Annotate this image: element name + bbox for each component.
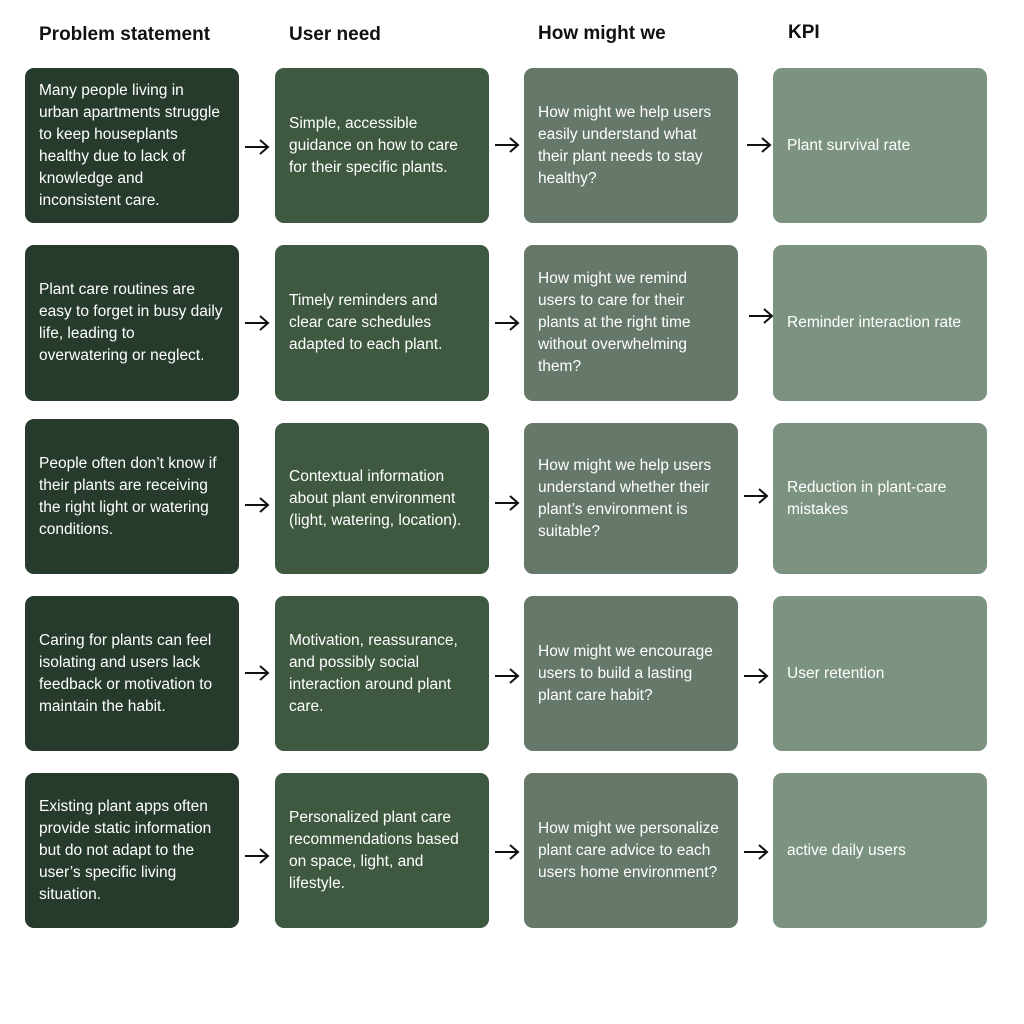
- arrow-right-icon: [494, 844, 520, 860]
- user-need-text: Contextual information about plant envir…: [289, 467, 462, 529]
- problem-card: Caring for plants can feel isolating and…: [25, 596, 239, 751]
- kpi-card: User retention: [773, 596, 987, 751]
- problem-text: People often don’t know if their plants …: [39, 454, 217, 538]
- column-header-kpi: KPI: [788, 22, 820, 43]
- column-header-user-need: User need: [289, 24, 381, 45]
- column-header-problem-statement: Problem statement: [39, 24, 211, 45]
- user-need-text: Simple, accessible guidance on how to ca…: [289, 114, 458, 176]
- arrow-right-icon: [494, 315, 520, 331]
- user-need-card: Motivation, reassurance, and possibly so…: [275, 596, 489, 751]
- kpi-text: Plant survival rate: [787, 136, 911, 154]
- arrow-right-icon: [244, 848, 270, 864]
- arrow-right-icon: [244, 315, 270, 331]
- arrow-right-icon: [746, 137, 772, 153]
- arrow-right-icon: [494, 137, 520, 153]
- how-might-we-text: How might we encourage users to build a …: [538, 642, 713, 704]
- arrow-right-icon: [743, 668, 769, 684]
- how-might-we-text: How might we help users easily understan…: [538, 103, 712, 187]
- kpi-text: Reminder interaction rate: [787, 314, 962, 331]
- kpi-card: Reminder interaction rate: [773, 245, 987, 401]
- column-header-how-might-we: How might we: [538, 23, 666, 44]
- problem-card: Many people living in urban apartments s…: [25, 68, 239, 223]
- how-might-we-card: How might we remind users to care for th…: [524, 245, 738, 401]
- arrow-right-icon: [244, 665, 270, 681]
- kpi-text: Reduction in plant-care mistakes: [787, 478, 947, 518]
- how-might-we-card: How might we help users understand wheth…: [524, 423, 738, 574]
- user-need-text: Timely reminders and clear care schedule…: [289, 292, 443, 353]
- kpi-card: Plant survival rate: [773, 68, 987, 223]
- user-need-text: Personalized plant care recommendations …: [289, 808, 459, 892]
- kpi-text: active daily users: [787, 841, 906, 859]
- how-might-we-text: How might we personalize plant care advi…: [538, 819, 719, 881]
- problem-text: Caring for plants can feel isolating and…: [39, 631, 213, 715]
- how-might-we-card: How might we help users easily understan…: [524, 68, 738, 223]
- user-need-card: Personalized plant care recommendations …: [275, 773, 489, 928]
- problem-card: Plant care routines are easy to forget i…: [25, 245, 239, 401]
- problem-text: Many people living in urban apartments s…: [39, 81, 220, 209]
- problem-text: Plant care routines are easy to forget i…: [39, 281, 223, 364]
- arrow-right-icon: [244, 497, 270, 513]
- how-might-we-card: How might we personalize plant care advi…: [524, 773, 738, 928]
- problem-card: People often don’t know if their plants …: [25, 419, 239, 574]
- how-might-we-text: How might we remind users to care for th…: [538, 270, 691, 375]
- user-need-card: Simple, accessible guidance on how to ca…: [275, 68, 489, 223]
- problem-card: Existing plant apps often provide static…: [25, 773, 239, 928]
- user-need-text: Motivation, reassurance, and possibly so…: [289, 631, 458, 715]
- arrow-right-icon: [244, 139, 270, 155]
- arrow-right-icon: [494, 668, 520, 684]
- user-need-card: Timely reminders and clear care schedule…: [275, 245, 489, 401]
- user-need-card: Contextual information about plant envir…: [275, 423, 489, 574]
- how-might-we-text: How might we help users understand wheth…: [538, 456, 712, 540]
- how-might-we-card: How might we encourage users to build a …: [524, 596, 738, 751]
- arrow-right-icon: [743, 844, 769, 860]
- kpi-card: Reduction in plant-care mistakes: [773, 423, 987, 574]
- arrow-right-icon: [494, 495, 520, 511]
- arrow-right-icon: [743, 488, 769, 504]
- kpi-card: active daily users: [773, 773, 987, 928]
- kpi-text: User retention: [787, 664, 885, 682]
- problem-text: Existing plant apps often provide static…: [39, 797, 212, 903]
- arrow-right-icon: [748, 308, 774, 324]
